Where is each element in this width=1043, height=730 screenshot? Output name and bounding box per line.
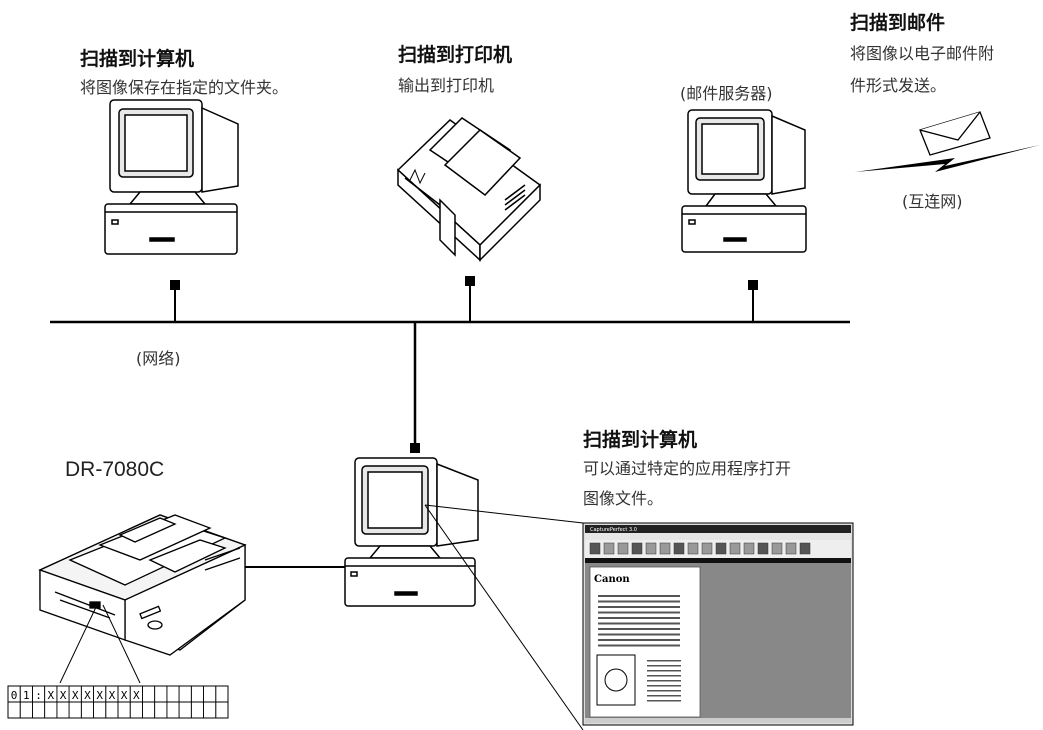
app-statusbar [585, 718, 851, 723]
lcd-char: X [109, 689, 116, 702]
internet-lightning [855, 145, 1040, 172]
lcd-char: 1 [23, 689, 30, 702]
lcd-char: X [84, 689, 91, 702]
doc-image-circle [604, 668, 628, 692]
doc-logo: Canon [594, 574, 630, 585]
doc-caption-line [647, 675, 681, 677]
app-window: CapturePerfect 3.0 Canon [582, 522, 854, 726]
top-left-title: 扫描到计算机 [80, 48, 195, 70]
mail-desc-line2: 件形式发送。 [850, 76, 947, 95]
lcd-char: 0 [11, 689, 18, 702]
mail-desc-line1: 将图像以电子邮件附 [850, 44, 995, 63]
lcd-char: X [121, 689, 128, 702]
top-center-desc: 输出到打印机 [398, 76, 495, 95]
mail-server-label: (邮件服务器) [680, 84, 773, 103]
scanner-model-label: DR-7080C [65, 458, 165, 481]
host-computer [344, 457, 479, 607]
doc-caption-line [647, 665, 681, 667]
toolbar-icon [687, 542, 699, 555]
toolbar-icon [715, 542, 727, 555]
doc-caption-line [647, 685, 681, 687]
app-menubar [585, 533, 851, 540]
toolbar-icon [659, 542, 671, 555]
doc-text-line [598, 622, 680, 625]
toolbar-icon [799, 542, 811, 555]
lcd-char: X [60, 689, 67, 702]
doc-caption-line [647, 700, 681, 702]
app-titlebar [585, 525, 851, 533]
doc-caption-line [647, 670, 681, 672]
network-label: (网络) [136, 349, 181, 368]
doc-caption-line [647, 690, 681, 692]
app-title-text: CapturePerfect 3.0 [590, 527, 637, 533]
toolbar-icon [589, 542, 601, 555]
doc-caption-line [647, 695, 681, 697]
bottom-right-desc-line2: 图像文件。 [583, 489, 664, 508]
doc-text-line [598, 644, 680, 647]
toolbar-icon [631, 542, 643, 555]
computer-left-port [170, 280, 180, 290]
lcd-callout-right [102, 604, 141, 684]
doc-text-line [598, 617, 680, 619]
printer [396, 117, 542, 262]
toolbar-icon [743, 542, 755, 555]
doc-text-line [598, 595, 680, 597]
computer-left [104, 99, 239, 255]
toolbar-icon [757, 542, 769, 555]
lcd-char: X [72, 689, 79, 702]
envelope-icon [919, 111, 991, 156]
doc-caption-line [647, 680, 681, 682]
toolbar-icon [701, 542, 713, 555]
doc-text-line [598, 611, 680, 614]
toolbar-icon [785, 542, 797, 555]
toolbar-icon [603, 542, 615, 555]
doc-image-box [596, 654, 636, 706]
doc-text-line [598, 628, 680, 630]
bottom-right-title: 扫描到计算机 [583, 429, 698, 451]
doc-text-lines [598, 595, 681, 702]
bottom-right-desc-line1: 可以通过特定的应用程序打开 [583, 459, 792, 478]
toolbar-icon [729, 542, 741, 555]
lcd-cell [215, 701, 229, 719]
doc-text-line [598, 639, 680, 641]
printer-port [465, 276, 475, 286]
mail-server-computer [681, 109, 807, 253]
doc-caption-line [647, 660, 681, 662]
lcd-callout-left [59, 604, 98, 684]
zoom-line-top [424, 504, 584, 524]
host-computer-port [410, 443, 420, 453]
lcd-char: X [47, 689, 54, 702]
lcd-char: X [96, 689, 103, 702]
mail-server-port [748, 280, 758, 290]
internet-label: (互连网) [902, 192, 963, 211]
app-toolbar-icons [589, 542, 811, 555]
toolbar-icon [771, 542, 783, 555]
lcd-char: X [133, 689, 140, 702]
top-center-title: 扫描到打印机 [398, 44, 513, 66]
mail-title: 扫描到邮件 [850, 12, 946, 34]
zoom-line-bottom [424, 504, 584, 730]
doc-text-line [598, 633, 680, 636]
doc-text-line [598, 606, 680, 608]
toolbar-icon [617, 542, 629, 555]
toolbar-icon [645, 542, 657, 555]
doc-text-line [598, 600, 680, 603]
top-left-desc: 将图像保存在指定的文件夹。 [80, 78, 289, 97]
scanner [38, 514, 247, 656]
toolbar-icon [673, 542, 685, 555]
lcd-char: : [35, 689, 42, 702]
